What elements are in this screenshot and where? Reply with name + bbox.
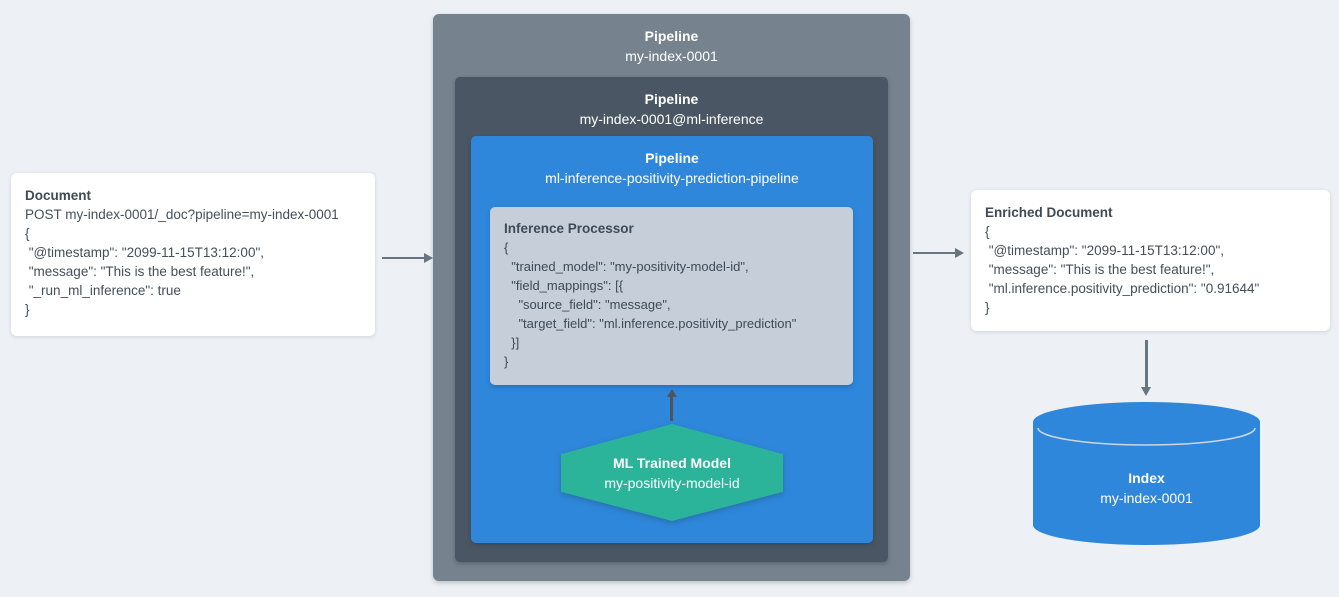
- index-title: Index: [1128, 470, 1165, 486]
- cylinder-shape-icon: [1033, 402, 1260, 545]
- arrow-down-icon: [1141, 340, 1151, 396]
- arrow-up-icon: [666, 389, 677, 421]
- ml-trained-model-hexagon: ML Trained Model my-positivity-model-id: [561, 424, 783, 521]
- inference-processor-code: { "trained_model": "my-positivity-model-…: [504, 240, 797, 369]
- arrow-right-icon: [913, 248, 964, 258]
- ml-inference-pipeline-title: Pipeline: [644, 91, 699, 107]
- outer-pipeline-title: Pipeline: [644, 28, 699, 44]
- inference-processor-title: Inference Processor: [504, 221, 634, 236]
- ml-inference-pipeline-name: my-index-0001@ml-inference: [579, 111, 764, 127]
- ml-inference-pipeline-header: Pipeline my-index-0001@ml-inference: [455, 77, 888, 129]
- arrow-right-icon: [382, 253, 433, 263]
- ml-trained-model-name: my-positivity-model-id: [604, 474, 740, 491]
- prediction-pipeline-title: Pipeline: [645, 150, 699, 166]
- document-card: Document POST my-index-0001/_doc?pipelin…: [11, 173, 375, 336]
- enriched-document-code: { "@timestamp": "2099-11-15T13:12:00", "…: [985, 224, 1260, 315]
- enriched-document-card: Enriched Document { "@timestamp": "2099-…: [971, 190, 1330, 331]
- outer-pipeline-header: Pipeline my-index-0001: [433, 14, 910, 66]
- ml-trained-model-shape: ML Trained Model my-positivity-model-id: [561, 424, 783, 521]
- inference-processor-panel: Inference Processor { "trained_model": "…: [490, 207, 853, 385]
- index-label: Index my-index-0001: [1033, 468, 1260, 508]
- index-name: my-index-0001: [1100, 490, 1193, 506]
- document-card-code: POST my-index-0001/_doc?pipeline=my-inde…: [25, 207, 339, 317]
- index-cylinder: Index my-index-0001: [1033, 402, 1260, 545]
- document-card-title: Document: [25, 188, 92, 203]
- ml-trained-model-title: ML Trained Model: [613, 454, 731, 471]
- prediction-pipeline-header: Pipeline ml-inference-positivity-predict…: [471, 136, 873, 188]
- enriched-document-title: Enriched Document: [985, 205, 1113, 220]
- outer-pipeline-name: my-index-0001: [625, 48, 718, 64]
- prediction-pipeline-name: ml-inference-positivity-prediction-pipel…: [545, 170, 799, 186]
